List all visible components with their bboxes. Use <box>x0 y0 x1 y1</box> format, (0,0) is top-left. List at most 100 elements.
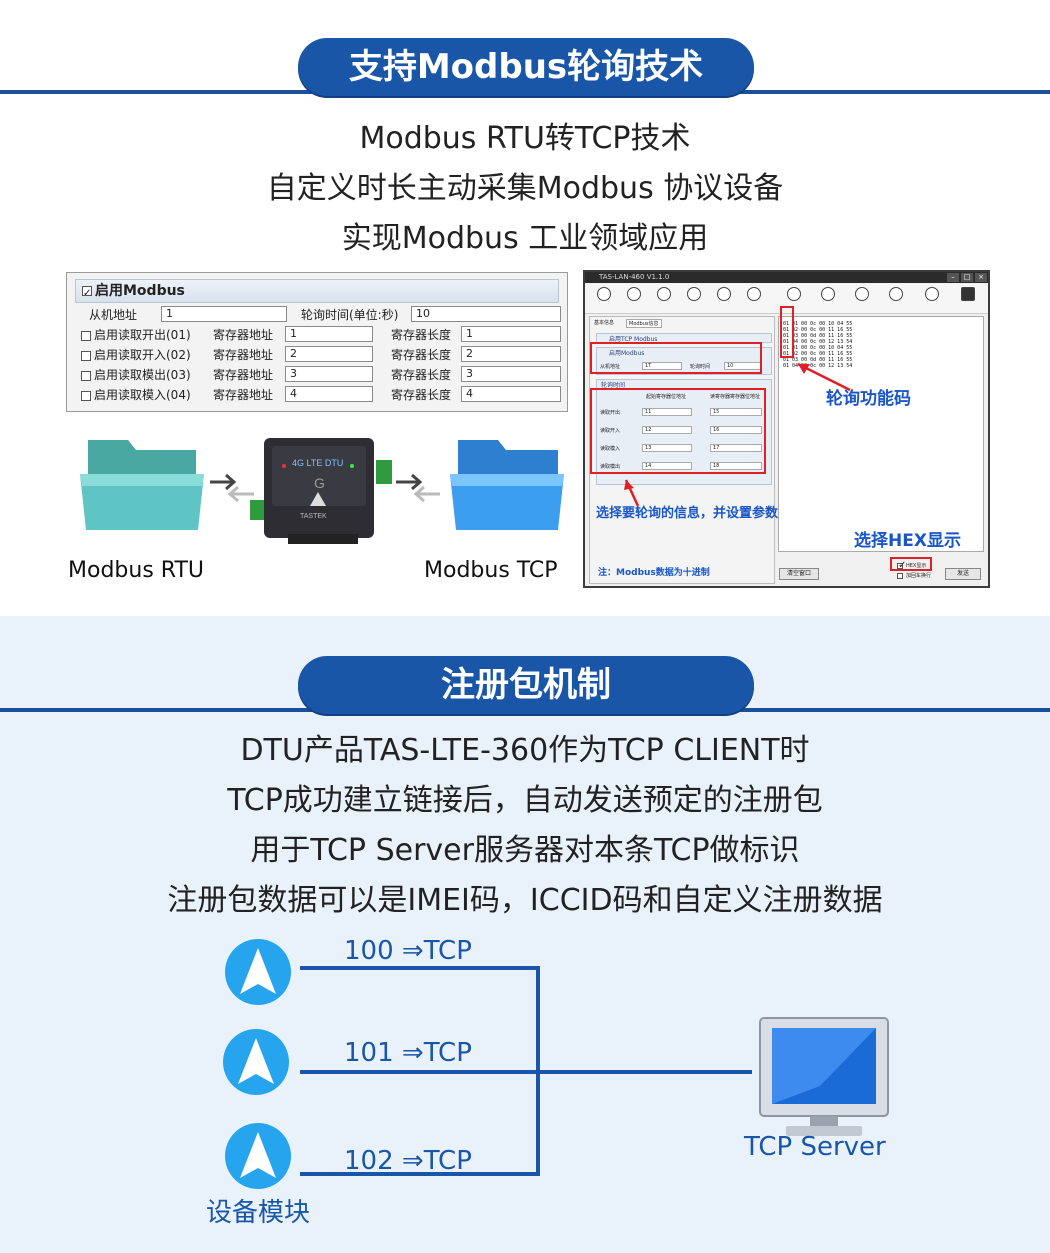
intro-line-1: DTU产品TAS-LTE-360作为TCP CLIENT时 <box>240 733 810 768</box>
enable-modbus-checkbox[interactable] <box>82 283 92 305</box>
col-start-header: 起始寄存器位地址 <box>646 394 687 400</box>
link-label-100: 100 ⇒TCP <box>344 936 472 966</box>
reg-addr-input[interactable]: 4 <box>285 386 373 402</box>
sw-read-label[interactable]: 读取开入 <box>600 428 621 434</box>
rtu-folder-icon <box>80 440 204 530</box>
reg-addr-input[interactable]: 3 <box>285 366 373 382</box>
modbus-decimal-note: 注：Modbus数据为十进制 <box>598 568 710 578</box>
intro-line-2: TCP成功建立链接后，自动发送预定的注册包 <box>227 783 823 818</box>
read-checkbox[interactable] <box>81 370 91 381</box>
device-brand: TASTEK <box>300 513 327 520</box>
toolbar-button-icon[interactable] <box>747 287 761 301</box>
receive-pane: 01 01 00 0c 00 10 04 55 01 02 00 0c 00 1… <box>778 316 984 552</box>
reg-addr-label: 寄存器地址 <box>213 328 274 342</box>
toolbar-button-icon[interactable] <box>657 287 671 301</box>
transfer-arrows-icon <box>396 473 440 503</box>
toolbar-button-icon[interactable] <box>717 287 731 301</box>
newline-checkbox[interactable]: 加回车换行 <box>897 572 931 579</box>
poll-code-highlight <box>780 306 794 358</box>
sw-len-input[interactable]: 17 <box>710 444 762 452</box>
group-enable-tcp-label: 启用TCP Modbus <box>609 336 658 343</box>
reg-addr-label: 寄存器地址 <box>213 348 274 362</box>
reg-len-label: 寄存器长度 <box>391 368 452 382</box>
hex-display-checkbox[interactable]: HEX显示 <box>897 560 926 571</box>
read-checkbox[interactable] <box>81 330 91 341</box>
device-module-icon <box>225 1123 291 1189</box>
read-label: 启用读取模入(04) <box>94 388 191 402</box>
hex-line: 01 03 00 0d 00 11 16 55 <box>783 357 853 363</box>
settings-pane: 基本信息 Modbus信息 启用TCP Modbus 启用Modbus 从机地址… <box>589 316 775 584</box>
poll-time-input[interactable]: 10 <box>411 306 561 322</box>
group-poll-time-label: 轮询时间 <box>601 382 626 389</box>
sw-len-input[interactable]: 15 <box>710 408 762 416</box>
toolbar-button-icon[interactable] <box>889 287 903 301</box>
reg-addr-input[interactable]: 2 <box>285 346 373 362</box>
toolbar-button-icon[interactable] <box>597 287 611 301</box>
select-hex-annotation: 选择HEX显示 <box>854 531 961 551</box>
sw-poll-label: 轮询时间 <box>690 364 711 370</box>
sw-len-input[interactable]: 16 <box>710 426 762 434</box>
sw-len-input[interactable]: 18 <box>710 462 762 470</box>
device-module-icon <box>225 939 291 1005</box>
minimize-icon[interactable]: – <box>947 273 959 282</box>
hex-line: 01 04 00 0c 00 12 13 54 <box>783 363 853 369</box>
read-checkbox[interactable] <box>81 350 91 361</box>
toolbar-button-icon[interactable] <box>821 287 835 301</box>
send-button[interactable]: 发送 <box>945 568 981 580</box>
device-module-icon <box>223 1029 289 1095</box>
modbus-config-panel: 启用Modbus 从机地址 1 轮询时间(单位:秒) 10 启用读取开出(01)… <box>66 272 568 412</box>
toolbar-button-icon[interactable] <box>787 287 801 301</box>
tab-modbus-info[interactable]: Modbus信息 <box>626 319 662 328</box>
toolbar-button-icon[interactable] <box>855 287 869 301</box>
reg-len-label: 寄存器长度 <box>391 388 452 402</box>
slave-address-label: 从机地址 <box>89 308 138 322</box>
help-icon[interactable] <box>961 287 975 301</box>
reg-addr-input[interactable]: 1 <box>285 326 373 342</box>
device-logo-text: G <box>314 475 325 491</box>
hex-line: 01 02 00 0c 00 11 16 55 <box>783 327 853 333</box>
sw-start-input[interactable]: 11 <box>642 408 692 416</box>
sw-start-input[interactable]: 14 <box>642 462 692 470</box>
config-row: 启用读取模入(04) 寄存器地址 4 寄存器长度 4 <box>81 386 561 404</box>
sw-read-label[interactable]: 读取模出 <box>600 464 621 470</box>
toolbar-button-icon[interactable] <box>687 287 701 301</box>
reg-len-input[interactable]: 4 <box>461 386 561 402</box>
tcp-server-label: TCP Server <box>744 1132 886 1162</box>
reg-len-label: 寄存器长度 <box>391 348 452 362</box>
intro-line-1: Modbus RTU转TCP技术 <box>359 121 691 156</box>
config-header-label: 启用Modbus <box>95 283 185 299</box>
maximize-icon[interactable]: □ <box>961 273 973 282</box>
read-checkbox[interactable] <box>81 390 91 401</box>
reg-len-input[interactable]: 3 <box>461 366 561 382</box>
tcp-folder-icon <box>450 440 564 530</box>
sw-read-label[interactable]: 读取开出 <box>600 410 621 416</box>
reg-len-input[interactable]: 1 <box>461 326 561 342</box>
hex-line: 01 01 00 0c 00 10 04 55 <box>783 321 853 327</box>
tcp-server-monitor-icon <box>759 1017 889 1136</box>
tab-basic-info[interactable]: 基本信息 <box>594 320 615 326</box>
reg-addr-label: 寄存器地址 <box>213 388 274 402</box>
slave-address-input[interactable]: 1 <box>161 306 287 322</box>
intro-line-4: 注册包数据可以是IMEI码，ICCID码和自定义注册数据 <box>167 883 883 918</box>
read-label: 启用读取模出(03) <box>94 368 191 382</box>
modbus-rtu-label: Modbus RTU <box>68 558 204 583</box>
select-info-annotation: 选择要轮询的信息，并设置参数 <box>596 506 779 521</box>
poll-code-annotation: 轮询功能码 <box>826 389 911 409</box>
sw-slave-input[interactable]: 1T <box>642 362 682 370</box>
config-header[interactable]: 启用Modbus <box>75 279 559 305</box>
toolbar-button-icon[interactable] <box>627 287 641 301</box>
modbus-section: 支持Modbus轮询技术 Modbus RTU转TCP技术 自定义时长主动采集M… <box>0 0 1050 616</box>
sw-start-input[interactable]: 12 <box>642 426 692 434</box>
close-icon[interactable]: × <box>975 273 987 282</box>
reg-len-input[interactable]: 2 <box>461 346 561 362</box>
sw-read-label[interactable]: 读取模入 <box>600 446 621 452</box>
modbus-settings-highlight <box>590 342 762 374</box>
device-name: 4G LTE DTU <box>292 458 343 468</box>
transfer-arrows-icon <box>210 473 254 503</box>
link-label-102: 102 ⇒TCP <box>344 1146 472 1176</box>
toolbar-button-icon[interactable] <box>925 287 939 301</box>
register-packet-section: 注册包机制 DTU产品TAS-LTE-360作为TCP CLIENT时 TCP成… <box>0 616 1050 1253</box>
sw-start-input[interactable]: 13 <box>642 444 692 452</box>
config-row: 启用读取开出(01) 寄存器地址 1 寄存器长度 1 <box>81 326 561 344</box>
clear-window-button[interactable]: 清空窗口 <box>779 568 819 580</box>
